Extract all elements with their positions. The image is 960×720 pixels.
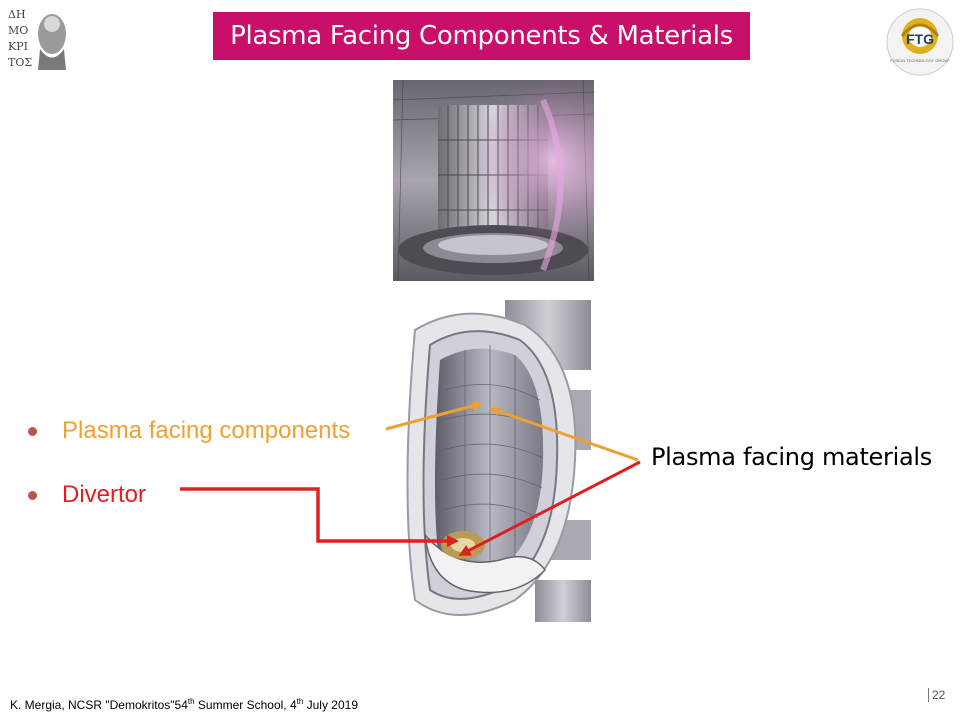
slide-footer: K. Mergia, NCSR "Demokritos"54th Summer … bbox=[10, 697, 358, 712]
bullet-dot bbox=[28, 426, 37, 436]
slide-title: Plasma Facing Components & Materials bbox=[230, 21, 733, 51]
bullet-dot bbox=[28, 490, 37, 500]
bullet-label: Plasma facing components bbox=[62, 417, 351, 444]
svg-text:ΚΡΙ: ΚΡΙ bbox=[8, 40, 28, 53]
plasma-facing-materials-label: Plasma facing materials bbox=[651, 443, 932, 471]
bullet-divertor: Divertor bbox=[28, 481, 146, 509]
red-arrow-materials bbox=[458, 460, 641, 556]
svg-text:FTG: FTG bbox=[906, 31, 934, 47]
bullet-label: Divertor bbox=[62, 481, 147, 508]
svg-text:FUSION TECHNOLOGY GROUP: FUSION TECHNOLOGY GROUP bbox=[890, 58, 950, 63]
red-arrow-divertor bbox=[180, 487, 459, 547]
slide-title-banner: Plasma Facing Components & Materials bbox=[213, 12, 750, 60]
orange-arrow-materials bbox=[489, 406, 639, 462]
tokamak-interior-photo bbox=[392, 79, 595, 282]
ftg-logo: FTG FUSION TECHNOLOGY GROUP bbox=[884, 6, 956, 78]
page-number: 22 bbox=[928, 688, 945, 702]
svg-text:ΤΟΣ: ΤΟΣ bbox=[8, 56, 32, 69]
tokamak-cross-section-drawing bbox=[395, 300, 591, 622]
svg-text:ΜΟ: ΜΟ bbox=[8, 24, 28, 37]
svg-text:ΔΗ: ΔΗ bbox=[8, 8, 26, 21]
bullet-plasma-facing-components: Plasma facing components bbox=[28, 417, 350, 445]
demokritos-logo: ΔΗ ΜΟ ΚΡΙ ΤΟΣ bbox=[4, 4, 72, 72]
orange-arrow-components bbox=[385, 400, 483, 431]
